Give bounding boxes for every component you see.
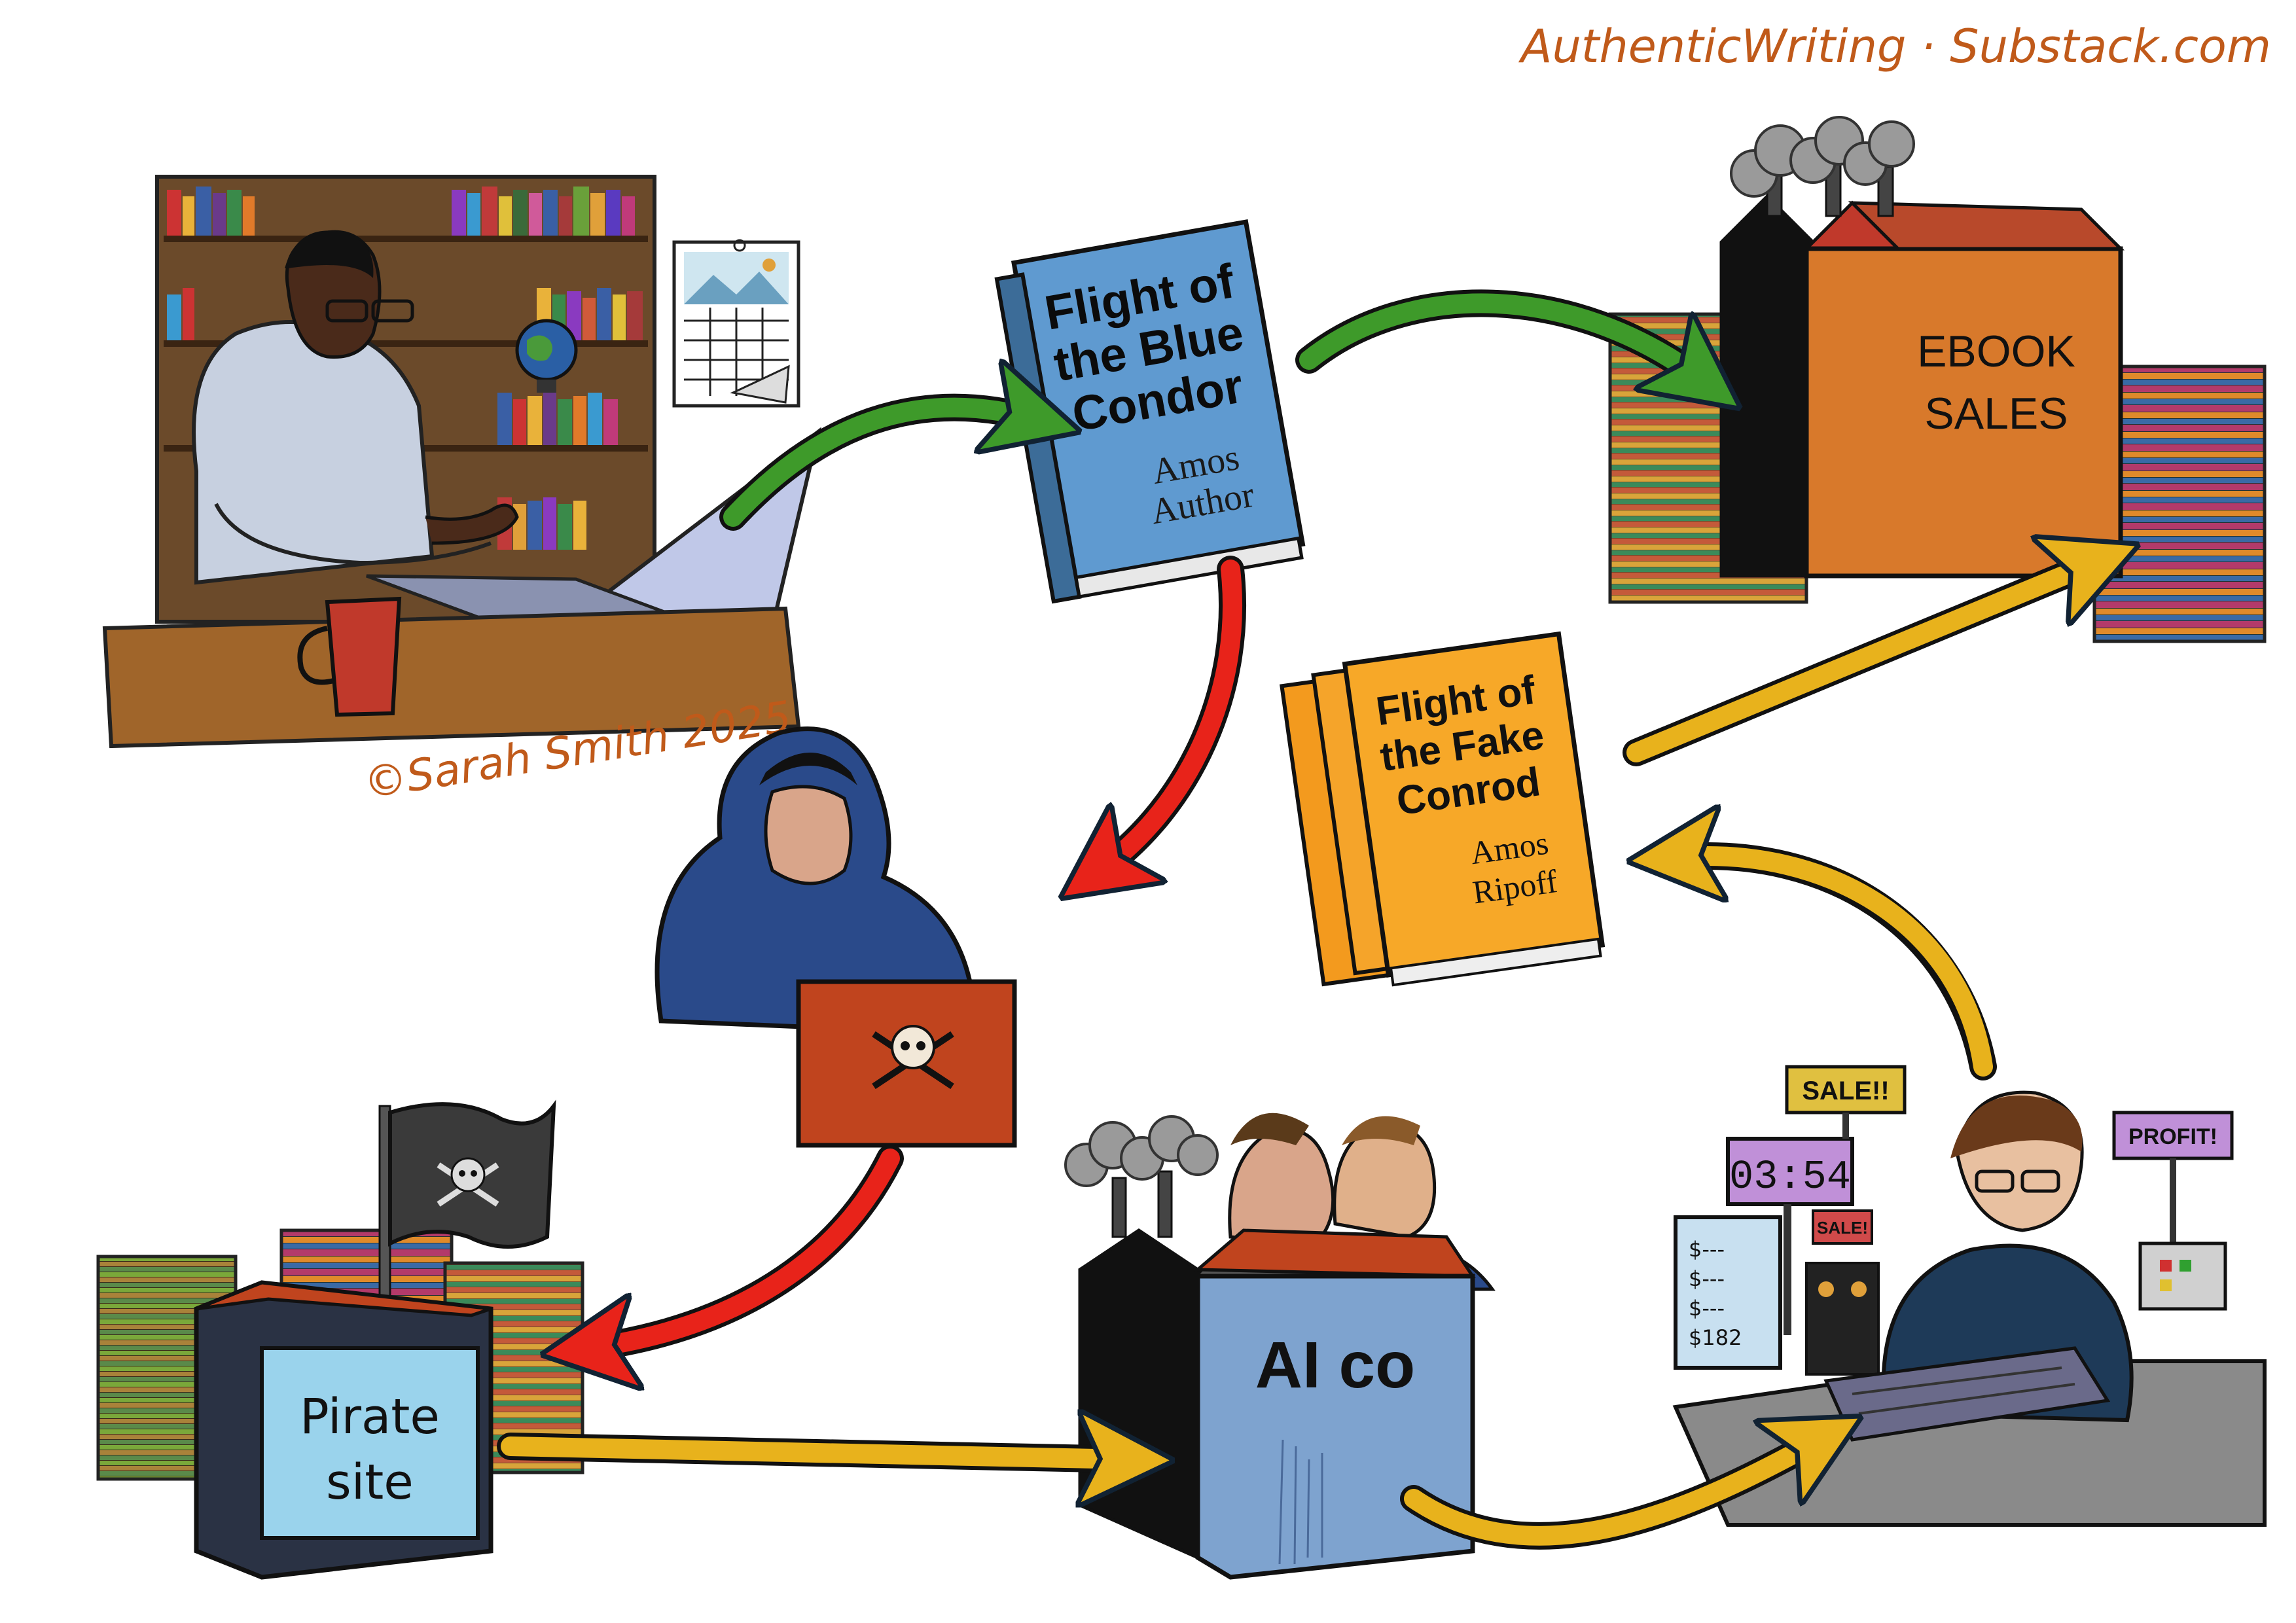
pirate-site: Pirate site [98, 1104, 583, 1577]
pirate-site-label-line-2: site [326, 1454, 414, 1510]
pirate-laptop [798, 982, 1014, 1145]
monitor-line-1: $--- [1689, 1237, 1725, 1262]
profit-sign: PROFIT! [2128, 1124, 2217, 1149]
sale-sign-top: SALE!! [1802, 1077, 1889, 1105]
calendar-icon [674, 240, 798, 406]
sale-sign-small: SALE! [1817, 1218, 1868, 1238]
monitor-line-2: $--- [1689, 1266, 1725, 1291]
pirate-site-label-line-1: Pirate [300, 1389, 440, 1445]
ebook-store-label-line-1: EBOOK [1917, 327, 2075, 376]
arrow-hacker-to-pirate-fill [589, 1158, 890, 1348]
arrow-hacker-to-pirate [589, 1158, 890, 1348]
smoke-cloud [1066, 1116, 1217, 1186]
arrow-pirate-to-ai-fill [511, 1446, 1126, 1459]
ebook-store-label-line-2: SALES [1924, 389, 2068, 438]
site-credit: AuthenticWriting · Substack.com [1518, 20, 2271, 73]
monitor-line-4: $182 [1689, 1325, 1742, 1350]
arrow-seller-to-fake-fill [1676, 856, 1983, 1067]
fake-books: Flight of the Fake Conrod Amos Ripoff [1280, 634, 1604, 995]
monitor-line-3: $--- [1689, 1296, 1725, 1321]
author-scene [105, 0, 818, 746]
hacker-figure [657, 729, 1014, 1145]
ai-company-label: AI co [1255, 1329, 1415, 1402]
clock-display: 03:54 [1729, 1154, 1851, 1200]
